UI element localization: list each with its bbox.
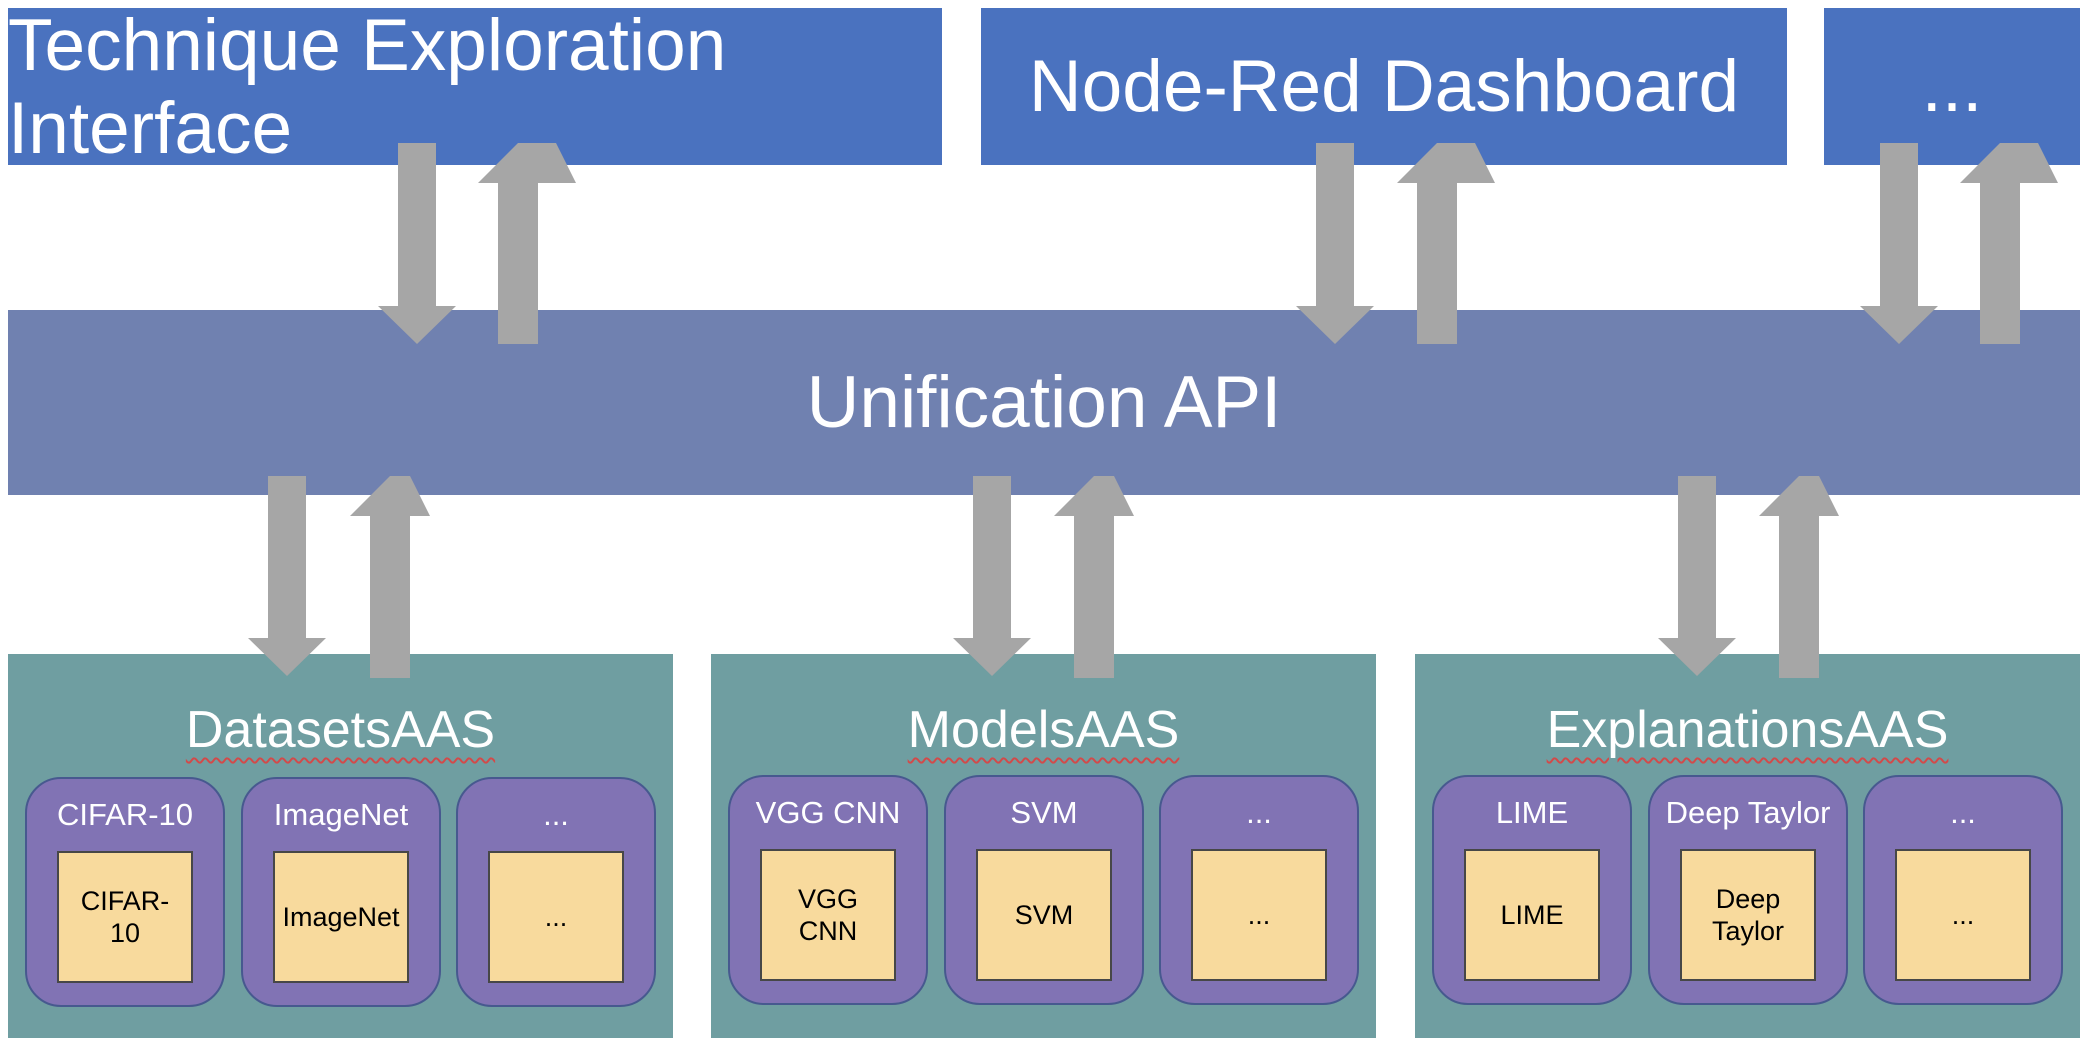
top-box-label: ... <box>1921 46 1983 127</box>
item-label: ... <box>1950 795 1976 830</box>
item-label: Deep Taylor <box>1665 795 1831 830</box>
item-inner-box: CIFAR-10 <box>57 851 193 983</box>
item-inner-box: ImageNet <box>273 851 409 983</box>
arrow-down-icon <box>953 476 1031 676</box>
aas-title: ModelsAAS <box>907 701 1180 759</box>
item-label: LIME <box>1495 795 1569 830</box>
item-more: ... ... <box>456 777 656 1007</box>
item-inner-box: ... <box>1895 849 2031 981</box>
item-cifar-10: CIFAR-10 CIFAR-10 <box>25 777 225 1007</box>
item-label: ImageNet <box>273 797 409 832</box>
item-label: ... <box>543 797 569 832</box>
arrow-down-icon <box>1658 476 1736 676</box>
item-label: VGG CNN <box>755 795 901 830</box>
top-box-label: Technique Exploration Interface <box>8 4 727 169</box>
item-lime: LIME LIME <box>1432 775 1632 1005</box>
arrow-up-icon <box>478 143 576 344</box>
top-box-more: ... <box>1824 8 2080 165</box>
unification-api-bar: Unification API <box>8 310 2080 495</box>
item-imagenet: ImageNet ImageNet <box>241 777 441 1007</box>
item-label: SVM <box>1010 795 1078 830</box>
models-aas-box: ModelsAAS VGG CNN VGG CNN SVM SVM ... ..… <box>711 654 1376 1038</box>
arrow-down-icon <box>1860 143 1938 344</box>
unification-api-label: Unification API <box>806 362 1282 443</box>
top-box-technique-exploration: Technique Exploration Interface <box>8 5 942 169</box>
item-more: ... ... <box>1863 775 2063 1005</box>
aas-title: DatasetsAAS <box>185 701 496 759</box>
item-more: ... ... <box>1159 775 1359 1005</box>
arrow-up-icon <box>1397 143 1495 344</box>
item-vgg-cnn: VGG CNN VGG CNN <box>728 775 928 1005</box>
item-deep-taylor: Deep Taylor Deep Taylor <box>1648 775 1848 1005</box>
arrow-down-icon <box>1296 143 1374 344</box>
item-label: ... <box>1246 795 1272 830</box>
item-inner-box: LIME <box>1464 849 1600 981</box>
arrow-up-icon <box>350 476 430 678</box>
datasets-aas-box: DatasetsAAS CIFAR-10 CIFAR-10 ImageNet I… <box>8 654 673 1038</box>
item-inner-box: Deep Taylor <box>1680 849 1816 981</box>
arrow-up-icon <box>1054 476 1134 678</box>
item-inner-box: ... <box>1191 849 1327 981</box>
top-box-label: Node-Red Dashboard <box>1028 46 1740 127</box>
explanations-aas-box: ExplanationsAAS LIME LIME Deep Taylor De… <box>1415 654 2080 1038</box>
arrow-up-icon <box>1759 476 1839 678</box>
item-inner-box: ... <box>488 851 624 983</box>
item-svm: SVM SVM <box>944 775 1144 1005</box>
arrow-up-icon <box>1960 143 2058 344</box>
item-inner-box: SVM <box>976 849 1112 981</box>
arrow-down-icon <box>378 143 456 344</box>
item-label: CIFAR-10 <box>56 797 194 832</box>
top-box-node-red-dashboard: Node-Red Dashboard <box>981 8 1787 165</box>
arrow-down-icon <box>248 476 326 676</box>
item-inner-box: VGG CNN <box>760 849 896 981</box>
aas-title: ExplanationsAAS <box>1546 701 1949 759</box>
